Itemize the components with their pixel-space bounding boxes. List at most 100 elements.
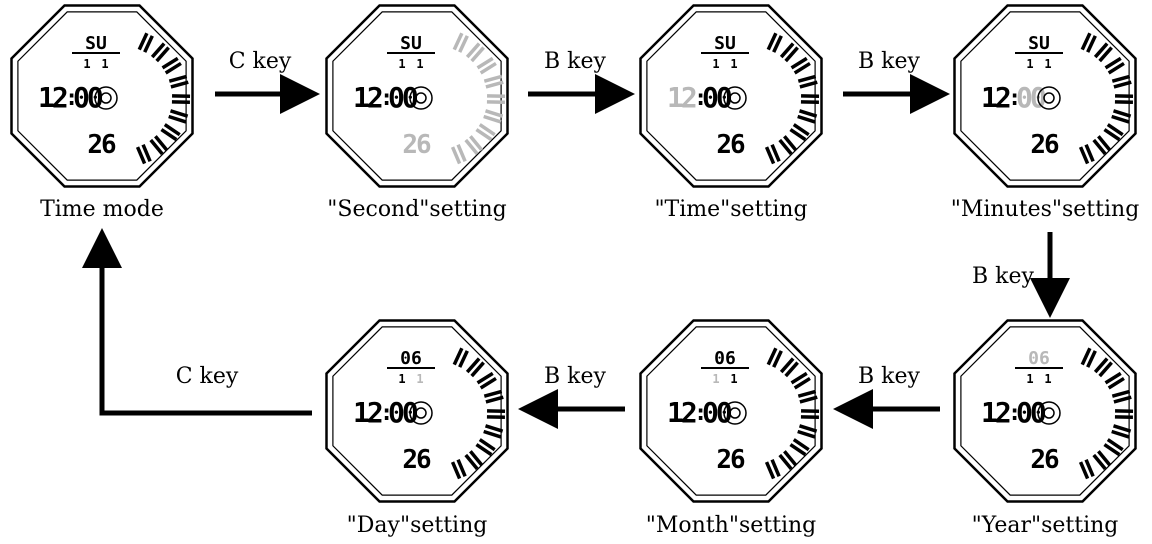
arc-segment — [168, 74, 188, 83]
watch-face-outline — [332, 326, 502, 496]
arc-segment — [783, 135, 798, 152]
arc-segment — [456, 144, 467, 162]
month-digit: 1 — [398, 57, 405, 71]
dial-center-icon — [415, 407, 427, 419]
day-indicator: 06 — [714, 348, 736, 369]
arc-segment — [793, 376, 811, 390]
date-digit: 1 — [730, 57, 737, 71]
arc-segment — [483, 389, 503, 398]
arrow-line — [82, 228, 312, 416]
key-label: B key — [972, 264, 1035, 289]
time-colon: : — [694, 401, 707, 426]
arc-segment — [1098, 361, 1113, 378]
arc-segment — [797, 114, 816, 124]
arc-segment — [770, 144, 781, 162]
arc-segment — [470, 361, 485, 378]
arc-segment — [799, 80, 818, 89]
month-digit: 1 — [1026, 57, 1033, 71]
seconds-arc-indicator — [450, 347, 506, 480]
arc-segment — [1111, 389, 1131, 398]
seconds-display: 26 — [402, 445, 431, 475]
arc-segment — [484, 424, 504, 433]
date-digit: 1 — [416, 57, 423, 71]
arc-segment — [779, 357, 795, 374]
key-label: B key — [544, 364, 607, 389]
seconds-arc-indicator — [764, 347, 820, 480]
arc-segment — [464, 138, 479, 156]
arc-segment — [1106, 438, 1124, 452]
key-label: B key — [544, 49, 607, 74]
arc-segment — [141, 144, 152, 162]
seconds-display: 26 — [402, 130, 431, 160]
time-hours: 12 — [38, 81, 67, 114]
arc-segment — [798, 109, 818, 118]
arc-segment — [1086, 350, 1097, 368]
arc-segment — [797, 74, 817, 83]
arc-segment — [470, 46, 485, 63]
dial-center-icon — [729, 407, 741, 419]
arc-segment — [458, 35, 469, 53]
seconds-display: 26 — [716, 445, 745, 475]
arc-segment — [149, 138, 164, 156]
time-minutes: 00 — [388, 396, 418, 429]
dial-center-icon — [415, 92, 427, 104]
dial-center-icon — [1043, 92, 1055, 104]
day-indicator: SU — [1028, 33, 1050, 54]
arc-segment — [1112, 109, 1132, 118]
arc-segment — [1092, 138, 1107, 156]
dial-center-icon — [729, 92, 741, 104]
arc-segment — [1078, 461, 1090, 480]
time-hours: 12 — [981, 396, 1010, 429]
arc-segment — [143, 35, 154, 53]
transition-arrow: C key — [82, 228, 312, 416]
arc-segment — [1084, 144, 1095, 162]
arc-segment — [1107, 61, 1125, 75]
seconds-display: 26 — [1030, 130, 1059, 160]
arc-segment — [1103, 128, 1121, 142]
arc-segment — [1111, 429, 1130, 439]
watch-face-outline — [17, 11, 187, 181]
day-indicator: 06 — [400, 348, 422, 369]
time-colon: : — [380, 86, 393, 111]
arc-segment — [154, 135, 169, 152]
month-digit: 1 — [83, 57, 90, 71]
arc-segment — [483, 74, 503, 83]
arc-segment — [789, 128, 807, 142]
arc-segment — [1106, 123, 1124, 137]
date-digit: 1 — [1044, 372, 1051, 386]
seconds-display: 26 — [87, 130, 116, 160]
arc-segment — [1097, 450, 1112, 467]
month-digit: 1 — [398, 372, 405, 386]
arc-segment — [478, 123, 496, 137]
arc-segment — [766, 347, 778, 366]
time-colon: : — [380, 401, 393, 426]
transition-arrow: B key — [843, 49, 950, 114]
time-hours: 12 — [667, 81, 696, 114]
arc-segment — [476, 56, 494, 70]
time-colon: : — [1008, 401, 1021, 426]
arc-segment — [1103, 443, 1121, 457]
mode-caption: Time mode — [40, 197, 164, 222]
arc-segment — [783, 450, 798, 467]
arc-segment — [475, 128, 493, 142]
arc-segment — [169, 109, 189, 118]
date-digit: 1 — [416, 372, 423, 386]
arc-segment — [483, 429, 502, 439]
arc-segment — [797, 429, 816, 439]
arc-segment — [799, 395, 818, 404]
arc-segment — [452, 32, 464, 51]
date-digit: 1 — [1044, 57, 1051, 71]
day-indicator: 06 — [1028, 348, 1050, 369]
time-colon: : — [65, 86, 78, 111]
arc-segment — [1080, 32, 1092, 51]
mode-caption: "Year"setting — [972, 513, 1119, 538]
seconds-arc-indicator — [135, 32, 191, 165]
mode-caption: "Day"setting — [347, 513, 488, 538]
month-digit: 1 — [712, 372, 719, 386]
arc-segment — [764, 146, 776, 165]
